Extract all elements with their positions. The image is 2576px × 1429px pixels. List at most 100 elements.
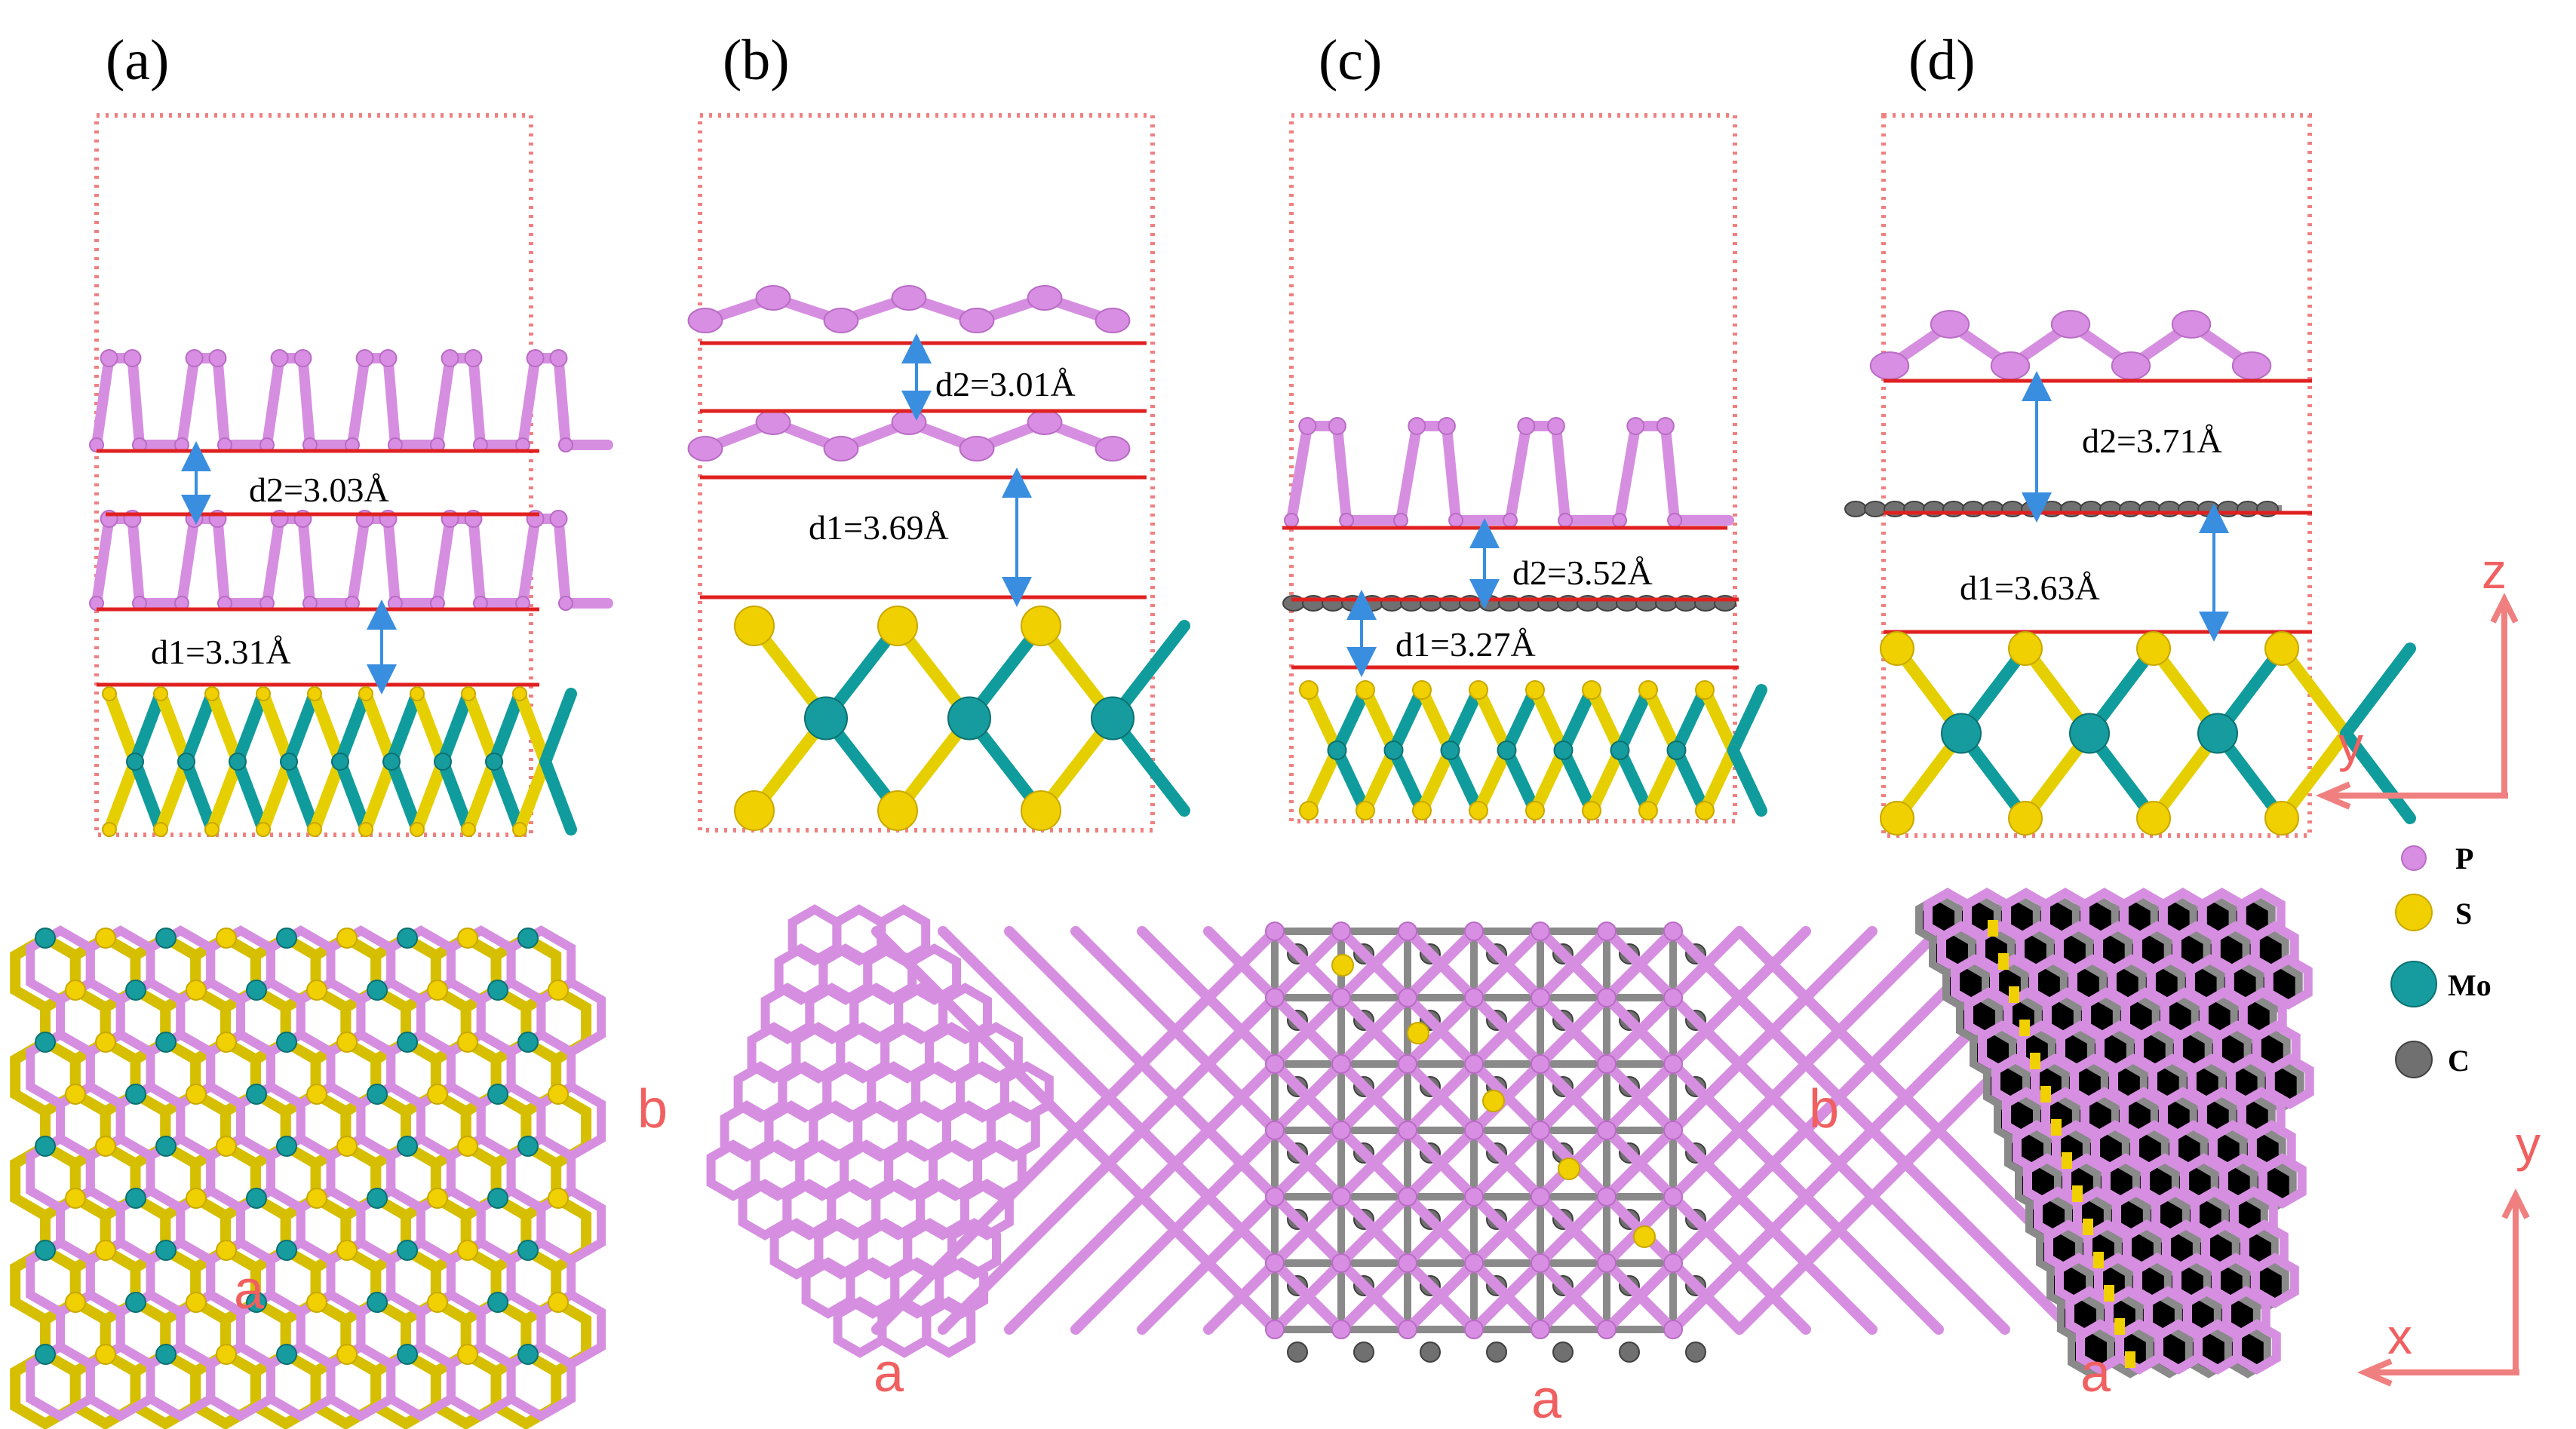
phosphorus-atom [1464, 1054, 1484, 1074]
sulfur-atom [2019, 1020, 2030, 1036]
phosphorus-atom [1990, 351, 2031, 380]
panel-a-label: (a) [106, 29, 169, 92]
phosphorus-bond [432, 514, 528, 609]
phosphorus-bond [1286, 421, 1406, 526]
molybdenum-bond [1387, 744, 1428, 817]
phosphorus-atom [1531, 1121, 1550, 1140]
molybdenum-atom [35, 1136, 56, 1157]
panel-c-lattice-b: b [1809, 1079, 1839, 1139]
sulfur-atom [336, 1032, 358, 1053]
phosphorus-atom [1663, 1253, 1683, 1273]
phosphorus-atom [549, 510, 568, 528]
phosphorus-atom [1027, 285, 1063, 311]
phosphorus-atom [1398, 1054, 1417, 1074]
molybdenum-bond [385, 756, 423, 836]
molybdenum-atom [397, 1344, 418, 1365]
sulfur-bond [103, 688, 141, 768]
sulfur-atom [336, 1240, 358, 1261]
sulfur-atom [1525, 680, 1545, 700]
molybdenum-bond [1500, 744, 1541, 817]
sulfur-atom [1582, 680, 1601, 700]
molybdenum-bond [1500, 684, 1541, 756]
panel-c-label: (c) [1319, 29, 1382, 92]
molybdenum-atom [947, 696, 991, 741]
phosphorus-atom [1930, 310, 1970, 339]
molybdenum-bond [1613, 744, 1654, 817]
phosphorus-atom [379, 349, 398, 367]
molybdenum-bond [2340, 642, 2416, 740]
sulfur-atom [1638, 801, 1658, 820]
sulfur-atom [1021, 606, 1061, 646]
sulfur-atom [427, 1084, 448, 1105]
molybdenum-atom [276, 1344, 297, 1365]
sulfur-atom [2062, 1152, 2072, 1169]
sulfur-atom [2125, 1351, 2135, 1368]
phosphorus-atom [1464, 1320, 1484, 1339]
molybdenum-atom [367, 1188, 388, 1209]
phosphorus-atom [557, 596, 573, 611]
molybdenum-atom [155, 1240, 177, 1261]
phosphorus-atom [1448, 513, 1464, 528]
molybdenum-bond [180, 756, 218, 836]
axis-z-arrow [2490, 593, 2519, 796]
sulfur-bond [206, 688, 244, 768]
sulfur-atom [2104, 1285, 2114, 1302]
legend-s-icon [2395, 894, 2433, 931]
sulfur-bond [462, 756, 500, 836]
legend-p-icon [2401, 845, 2427, 871]
sulfur-atom [2008, 801, 2043, 836]
sulfur-atom [1412, 680, 1432, 700]
phosphorus-bond [1614, 421, 1734, 526]
molybdenum-atom [485, 753, 503, 771]
panel-d-d1-label: d1=3.63Å [1960, 569, 2100, 607]
phosphorus-atom [1398, 1320, 1417, 1339]
molybdenum-atom [246, 980, 267, 1001]
sulfur-atom [358, 822, 373, 837]
phosphorus-atom [123, 349, 142, 367]
molybdenum-atom [246, 1292, 267, 1313]
phosphorus-atom [2171, 310, 2212, 339]
sulfur-atom [548, 1188, 569, 1209]
molybdenum-atom [367, 980, 388, 1001]
sulfur-atom [461, 822, 476, 837]
sulfur-bond [155, 688, 192, 768]
molybdenum-atom [125, 1084, 146, 1105]
molybdenum-atom [517, 1032, 539, 1053]
sulfur-atom [336, 928, 358, 949]
sulfur-atom [65, 1292, 86, 1313]
panel-c-top-view [871, 921, 2143, 1363]
sulfur-atom [1482, 1090, 1505, 1112]
molybdenum-atom [177, 753, 195, 771]
sulfur-atom [216, 1240, 237, 1261]
mos2-hexagon [490, 1348, 562, 1429]
molybdenum-atom [367, 1292, 388, 1313]
molybdenum-bond [1331, 744, 1371, 817]
phosphorus-bond [347, 353, 443, 450]
phosphorus-atom [185, 349, 204, 367]
phosphorus-bond [517, 514, 613, 609]
molybdenum-atom [276, 928, 297, 949]
panel-d-top-view [1915, 888, 2314, 1378]
molybdenum-atom [1610, 741, 1630, 760]
panel-b-d1-label: d1=3.69Å [809, 508, 949, 547]
sulfur-atom [1356, 801, 1375, 820]
phosphorus-atom [1667, 513, 1683, 528]
sulfur-atom [1469, 801, 1488, 820]
panel-d: (d) d2=3.71Å d1=3.63Å a [1844, 29, 2416, 1403]
phosphorus-atom [1656, 417, 1675, 435]
sulfur-atom [410, 822, 425, 837]
sulfur-atom [1880, 801, 1914, 836]
panel-b-label: (b) [723, 29, 790, 92]
molybdenum-bond [180, 688, 218, 768]
sulfur-atom [1331, 954, 1354, 977]
sulfur-bond [1699, 684, 1739, 756]
sulfur-atom [307, 686, 322, 701]
phosphorus-atom [1464, 1253, 1484, 1273]
phosphorus-bond [262, 514, 358, 609]
sulfur-atom [457, 1344, 478, 1365]
panel-d-cell [1881, 113, 2312, 838]
molybdenum-atom [331, 753, 349, 771]
phosphorus-atom [1331, 921, 1351, 941]
phosphorus-bond [517, 353, 613, 450]
phosphorus-atom [1265, 988, 1285, 1007]
